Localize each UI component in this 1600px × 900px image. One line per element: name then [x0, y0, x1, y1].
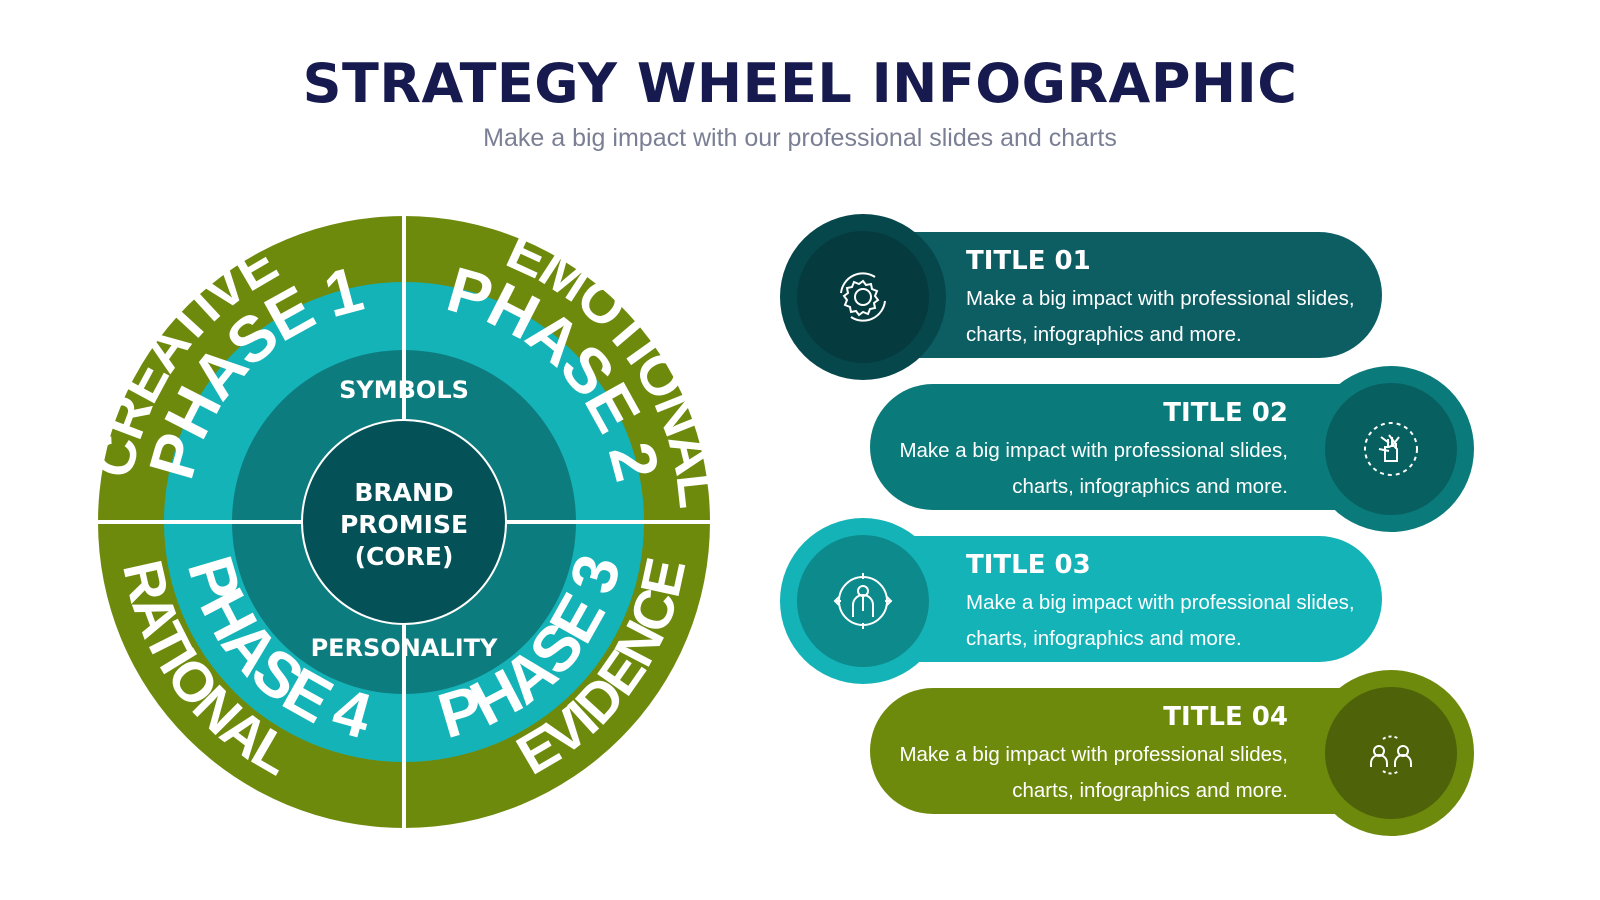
- teamwork-hands-icon: [1325, 383, 1457, 515]
- card-title-04: TITLE 04 Make a big impact with professi…: [870, 670, 1480, 836]
- card-icon-circle: [1308, 366, 1474, 532]
- ring-label-symbols: SYMBOLS: [339, 376, 469, 404]
- card-description: Make a big impact with professional slid…: [966, 287, 1355, 346]
- page-title: STRATEGY WHEEL INFOGRAPHIC: [302, 52, 1298, 115]
- card-icon-circle: [780, 214, 946, 380]
- card-title: TITLE 04: [1163, 702, 1288, 732]
- core-label-line-1: BRAND: [354, 478, 453, 507]
- card-description: Make a big impact with professional slid…: [899, 743, 1288, 802]
- card-title-02: TITLE 02 Make a big impact with professi…: [870, 366, 1480, 532]
- card-title: TITLE 01: [966, 246, 1091, 276]
- card-title-01: TITLE 01 Make a big impact with professi…: [780, 214, 1390, 380]
- page-subtitle: Make a big impact with our professional …: [483, 124, 1117, 152]
- card-title: TITLE 02: [1163, 398, 1288, 428]
- core-label-line-3: (CORE): [355, 542, 454, 571]
- card-description: Make a big impact with professional slid…: [966, 591, 1355, 650]
- gear-cycle-icon: [797, 231, 929, 363]
- card-description: Make a big impact with professional slid…: [899, 439, 1288, 498]
- card-title: TITLE 03: [966, 550, 1091, 580]
- card-icon-circle: [1308, 670, 1474, 836]
- ring-label-personality: PERSONALITY: [311, 634, 498, 662]
- people-exchange-icon: [1325, 687, 1457, 819]
- card-icon-circle: [780, 518, 946, 684]
- core-label-line-2: PROMISE: [340, 510, 468, 539]
- strategy-wheel: CREATIVE EMOTIONAL EVIDENCE RATIONAL PHA…: [81, 216, 733, 828]
- businessman-target-icon: [797, 535, 929, 667]
- card-title-03: TITLE 03 Make a big impact with professi…: [780, 518, 1390, 684]
